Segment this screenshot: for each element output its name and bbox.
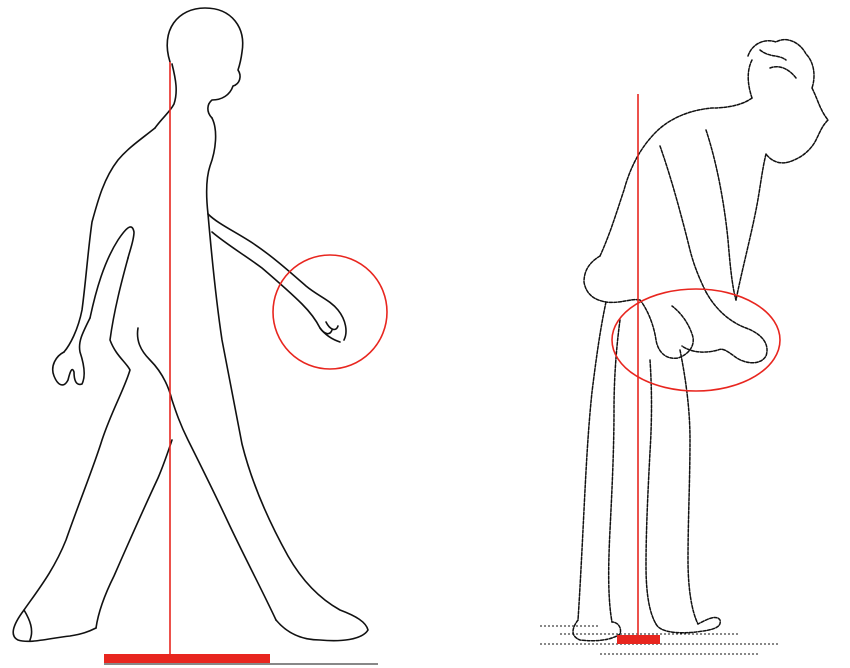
- normal-figure-rear-hand: [53, 318, 90, 385]
- normal-figure-front-leg-inner: [138, 328, 277, 620]
- parkinsonian-stride-bar: [617, 635, 660, 644]
- stooped-figure-front-foot: [656, 617, 720, 632]
- stooped-figure-upper-arm: [706, 130, 736, 300]
- normal-figure-chest: [207, 118, 216, 214]
- normal-figure-rear-leg-inner: [96, 440, 172, 628]
- stooped-figure-rear-leg-inner: [609, 320, 620, 622]
- normal-figure-front-arm-inner: [212, 232, 340, 342]
- stooped-figure-vest-front: [736, 154, 766, 300]
- stooped-figure-back: [600, 98, 752, 256]
- stooped-figure-torso: [584, 256, 640, 302]
- stooped-figure-rear-foot: [573, 620, 621, 641]
- stooped-figure-face: [766, 88, 828, 163]
- stooped-figure-left-hand: [640, 300, 693, 358]
- stooped-figure-rear-leg: [578, 302, 606, 620]
- normal-figure-front-fingers: [320, 322, 338, 334]
- normal-figure-front-arm-outer: [208, 214, 346, 340]
- normal-hand-highlight-circle: [273, 255, 387, 369]
- normal-figure-back: [64, 128, 155, 352]
- normal-figure-rear-hip: [13, 258, 130, 641]
- stooped-figure-front-leg-inner: [646, 360, 656, 624]
- normal-stride-bar: [104, 654, 270, 663]
- normal-figure-front-leg-outer: [208, 214, 368, 641]
- stooped-figure-hair: [748, 40, 814, 98]
- normal-figure-rear-foot: [24, 610, 32, 640]
- normal-figure-head: [167, 8, 242, 118]
- stooped-figure-arm-inner: [660, 146, 706, 292]
- normal-figure-rear-arm-inner: [90, 227, 134, 318]
- normal-gait-figure: [13, 8, 368, 641]
- normal-figure-neck: [155, 64, 176, 128]
